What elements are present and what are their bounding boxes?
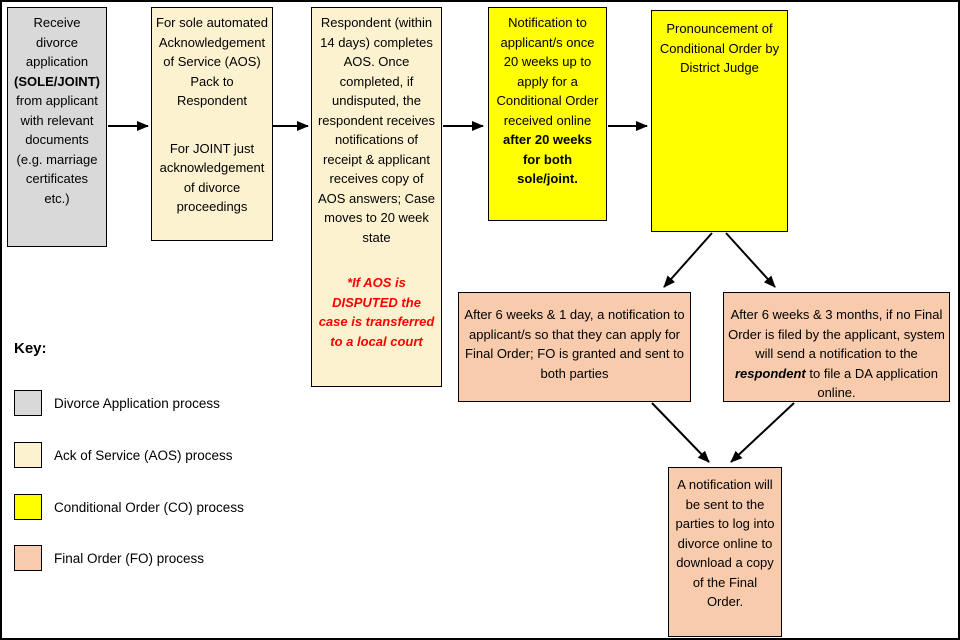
step-final-order-applicant-notification: After 6 weeks & 1 day, a notification to… xyxy=(458,292,691,402)
step-pronouncement-conditional-order: Pronouncement of Conditional Order by Di… xyxy=(651,10,788,232)
step-respondent-text: Respondent (within 14 days) completes AO… xyxy=(317,15,436,245)
step-final-order-download-notification: A notification will be sent to the parti… xyxy=(668,467,782,637)
key-label-divorce-application: Divorce Application process xyxy=(54,395,220,411)
step-fo-resp-text-pre: After 6 weeks & 3 months, if no Final Or… xyxy=(728,307,945,361)
key-item-divorce-application: Divorce Application process xyxy=(14,390,220,416)
step-fo-resp-text-em: respondent xyxy=(734,365,806,381)
step-receive-text-pre: Receive divorce application xyxy=(25,15,89,69)
arrow-pronounce-to-fo-applicant xyxy=(663,232,713,288)
key-title: Key: xyxy=(14,340,47,357)
step-aos-pack: For sole automated Acknowledgement of Se… xyxy=(151,7,273,241)
key-swatch-final-order xyxy=(14,545,42,571)
step-aos-pack-para2: For JOINT just acknowledgement of divorc… xyxy=(159,140,265,215)
step-aos-pack-para1: For sole automated Acknowledgement of Se… xyxy=(156,15,269,108)
step-pronounce-text: Pronouncement of Conditional Order by Di… xyxy=(659,21,780,75)
step-final-order-respondent-notification: After 6 weeks & 3 months, if no Final Or… xyxy=(723,292,950,402)
key-swatch-conditional-order xyxy=(14,494,42,520)
key-item-final-order: Final Order (FO) process xyxy=(14,545,204,571)
step-receive-text-bold: (SOLE/JOINT) xyxy=(14,73,100,89)
step-fo-applicant-text: After 6 weeks & 1 day, a notification to… xyxy=(464,307,685,381)
step-notify-co-text-bold: after 20 weeks for both sole/joint. xyxy=(503,132,592,186)
key-label-conditional-order: Conditional Order (CO) process xyxy=(54,499,244,515)
key-item-conditional-order: Conditional Order (CO) process xyxy=(14,494,244,520)
step-notification-conditional-order: Notification to applicant/s once 20 week… xyxy=(488,7,607,221)
arrow-pronounce-to-fo-respondent xyxy=(725,232,776,288)
step-notify-co-text-pre: Notification to applicant/s once 20 week… xyxy=(496,15,599,128)
step-respondent-completes-aos: Respondent (within 14 days) completes AO… xyxy=(311,7,442,387)
step-respondent-disputed-alert: *If AOS is DISPUTED the case is transfer… xyxy=(318,275,435,349)
key-swatch-aos xyxy=(14,442,42,468)
key-item-aos: Ack of Service (AOS) process xyxy=(14,442,233,468)
key-swatch-divorce-application xyxy=(14,390,42,416)
step-final-note-text: A notification will be sent to the parti… xyxy=(675,477,775,609)
arrow-fo-applicant-to-final xyxy=(651,402,710,463)
key-label-final-order: Final Order (FO) process xyxy=(54,550,205,566)
key-label-aos: Ack of Service (AOS) process xyxy=(54,447,233,463)
arrow-fo-respondent-to-final xyxy=(730,402,795,463)
step-receive-application: Receive divorce application (SOLE/JOINT)… xyxy=(7,7,107,247)
step-fo-resp-text-post: to file a DA application online. xyxy=(805,365,939,401)
step-receive-text-post: from applicant with relevant documents (… xyxy=(16,93,98,206)
